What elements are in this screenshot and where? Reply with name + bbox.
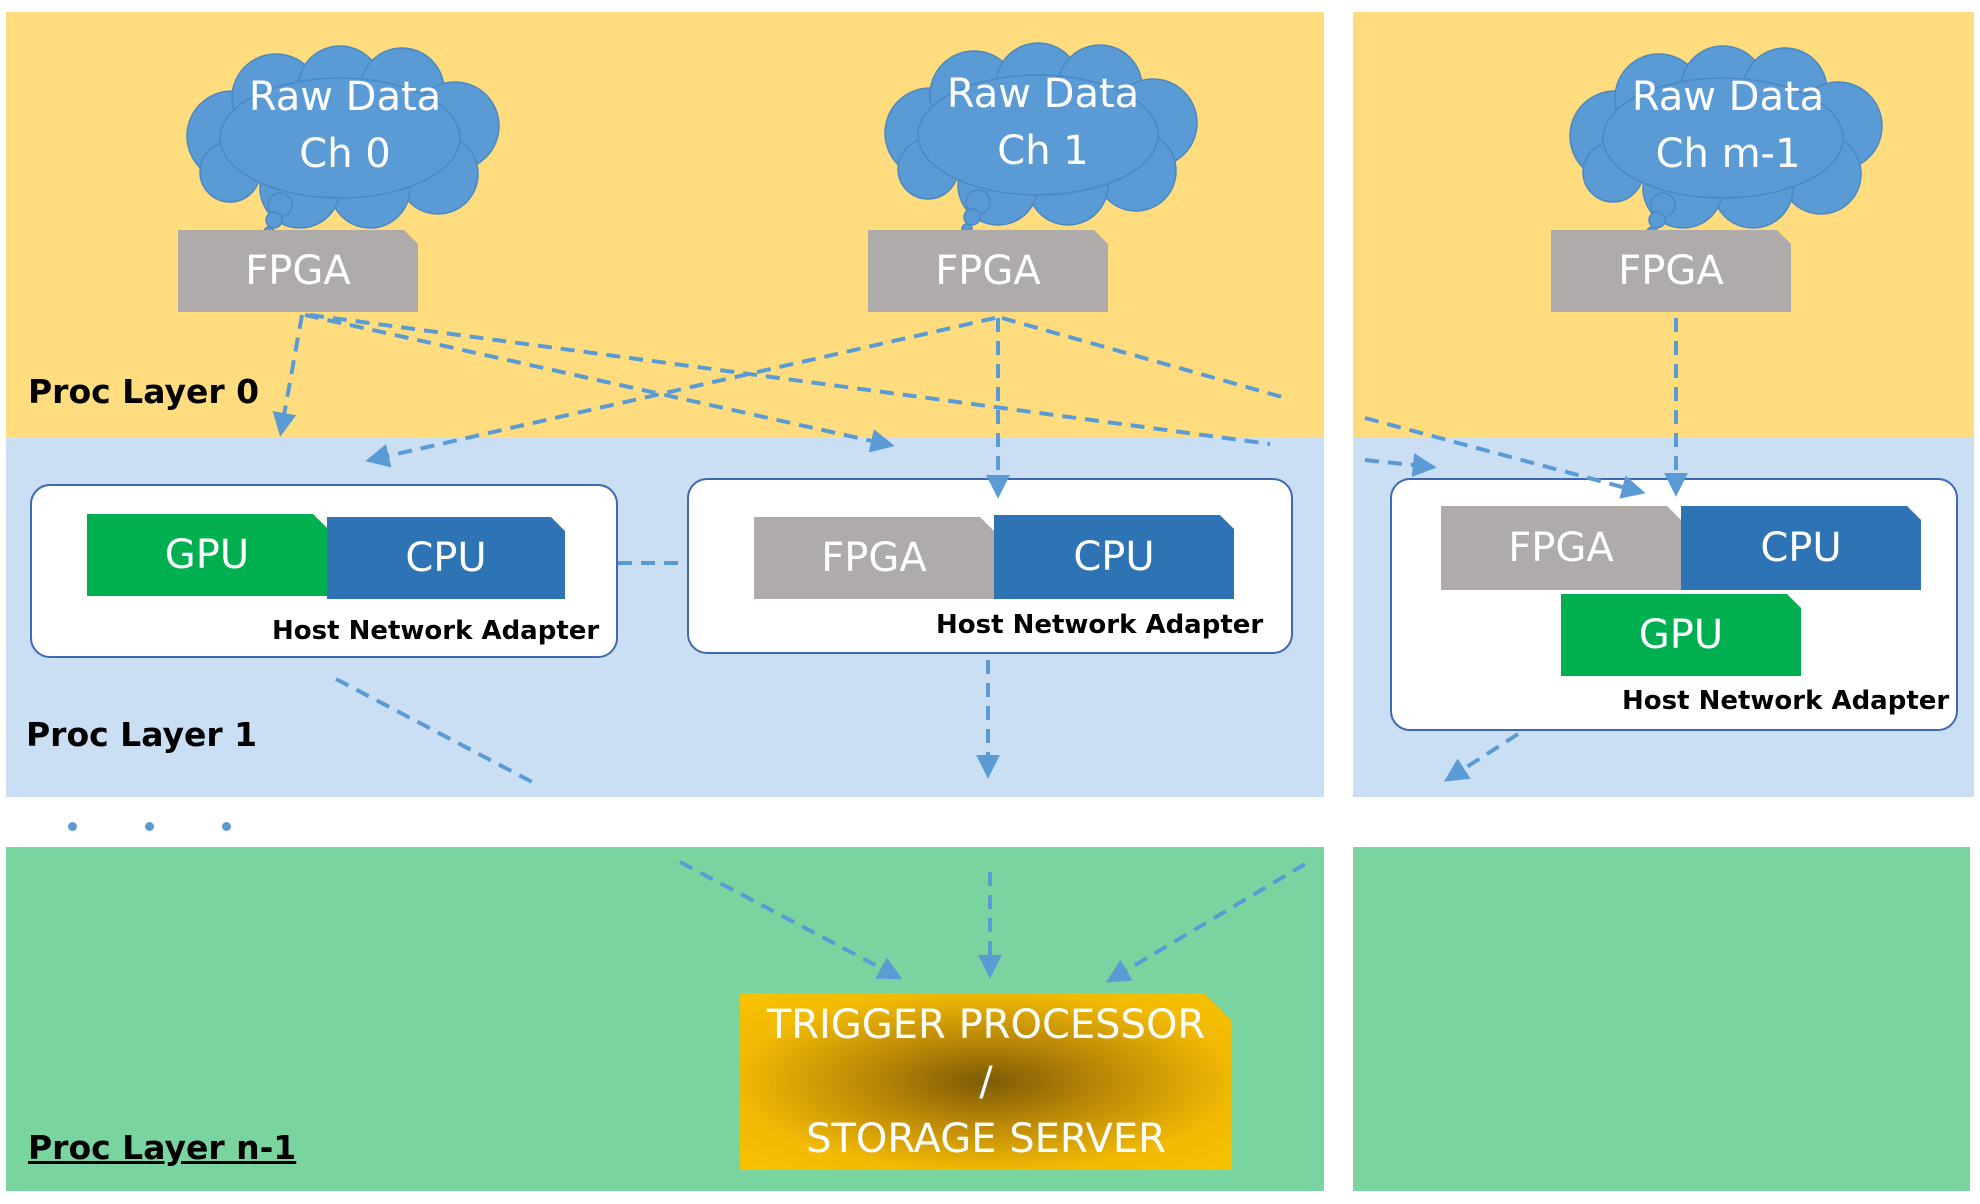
cpu-chip: CPU — [994, 515, 1234, 599]
cloud-text-line2: Ch m-1 — [1655, 131, 1801, 177]
fpga-chip: FPGA — [1441, 506, 1681, 590]
ellipsis-dot — [68, 822, 77, 831]
flow-arrow — [272, 314, 304, 437]
trigger-line1: TRIGGER PROCESSOR — [766, 1002, 1206, 1048]
fpga-ch0-chip: FPGA — [178, 230, 418, 312]
ellipsis-dot — [145, 822, 154, 831]
cloud-text-line2: Ch 1 — [997, 128, 1089, 174]
flow-arrow — [304, 313, 895, 453]
cloud-icon — [186, 45, 500, 238]
flow-arrow — [1364, 453, 1437, 477]
raw-data-cloud-ch1: Raw Data Ch 1 — [868, 42, 1218, 235]
cloud-icon — [1569, 45, 1883, 238]
cloud-text-line2: Ch 0 — [299, 131, 391, 177]
gpu-chip: GPU — [1561, 594, 1801, 676]
flow-arrow — [1364, 416, 1646, 499]
flow-arrow — [365, 316, 996, 468]
cloud-text-line1: Raw Data — [248, 74, 442, 120]
fpga-ch1-chip: FPGA — [868, 230, 1108, 312]
cpu-chip: CPU — [327, 517, 565, 599]
cloud-text-line1: Raw Data — [946, 71, 1140, 117]
ellipsis-dot — [222, 822, 231, 831]
layer-1-label: Proc Layer 1 — [26, 715, 258, 754]
flow-arrow — [1001, 316, 1283, 399]
raw-data-cloud-ch0: Raw Data Ch 0 — [170, 45, 520, 238]
fpga-chm-1-chip: FPGA — [1551, 230, 1791, 312]
flow-arrow — [679, 860, 903, 980]
gpu-chip: GPU — [87, 514, 327, 596]
cloud-text-line1: Raw Data — [1631, 74, 1825, 120]
flow-arrow — [335, 677, 535, 785]
flow-arrow — [1443, 732, 1520, 782]
host-network-adapter-label: Host Network Adapter — [1622, 686, 1950, 716]
host-network-adapter-label: Host Network Adapter — [272, 616, 600, 646]
proc-layer-n-1-band-right — [1353, 847, 1970, 1191]
layer-n-1-label: Proc Layer n-1 — [28, 1128, 297, 1167]
cloud-icon — [884, 42, 1198, 235]
layer-0-label: Proc Layer 0 — [28, 372, 260, 411]
flow-arrow — [309, 313, 1271, 446]
flow-arrow — [1105, 862, 1307, 983]
host-network-adapter-label: Host Network Adapter — [936, 610, 1264, 640]
trigger-processor-storage-server: TRIGGER PROCESSOR / STORAGE SERVER — [740, 993, 1232, 1170]
fpga-chip: FPGA — [754, 517, 994, 599]
cpu-chip: CPU — [1681, 506, 1921, 590]
raw-data-cloud-chm-1: Raw Data Ch m-1 — [1553, 45, 1903, 238]
trigger-line3: STORAGE SERVER — [806, 1116, 1166, 1162]
trigger-line2: / — [979, 1059, 993, 1105]
